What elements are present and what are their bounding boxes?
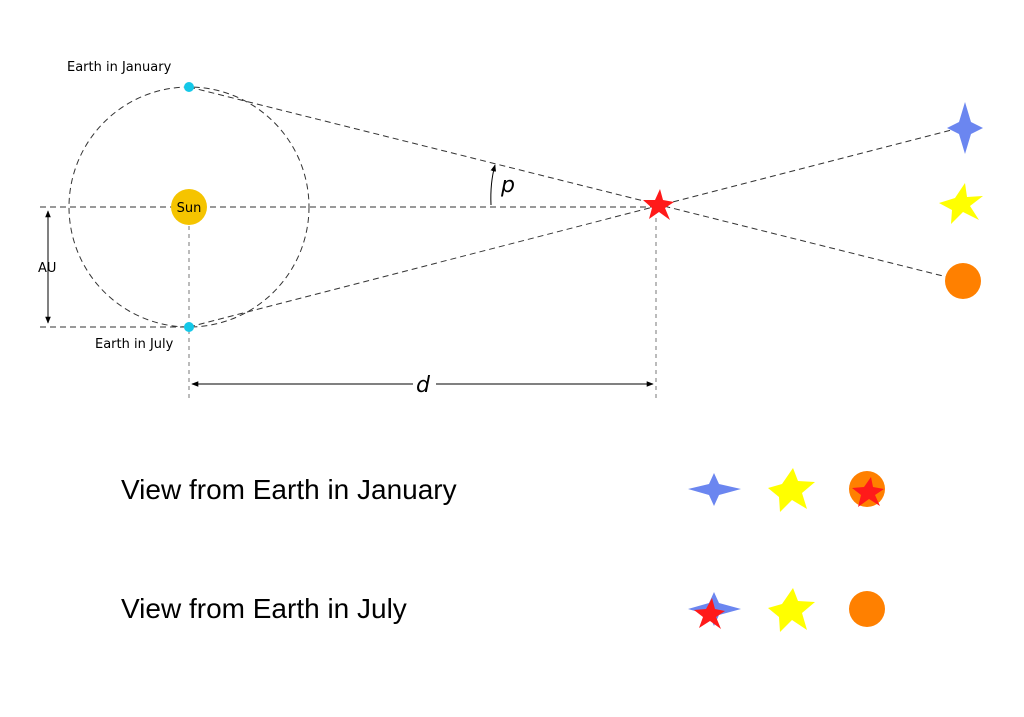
view-july-label: View from Earth in July — [121, 593, 407, 624]
au-label: AU — [38, 261, 56, 276]
yellow-star-icon — [939, 183, 983, 224]
distance-label: d — [416, 373, 431, 398]
earth-july-icon — [184, 322, 194, 332]
view-july-near-star-icon — [694, 598, 725, 629]
sightline-january — [188, 86, 964, 282]
view-january-label: View from Earth in January — [121, 474, 457, 505]
sightline-july — [188, 126, 964, 328]
earth-july-label: Earth in July — [95, 337, 174, 352]
sun-icon — [171, 189, 207, 225]
sun-label: Sun — [177, 201, 202, 216]
blue-star-icon — [947, 102, 983, 154]
view-july-stars — [688, 588, 885, 632]
parallax-angle-arc — [490, 164, 497, 206]
view-january-blue-star-icon — [688, 473, 741, 506]
view-july-orange-star-icon — [849, 591, 885, 627]
earth-january-icon — [184, 82, 194, 92]
parallax-label: p — [500, 173, 515, 198]
view-july-yellow-star-icon — [768, 588, 815, 632]
near-star-icon — [643, 189, 674, 220]
earth-january-label: Earth in January — [67, 60, 172, 75]
view-january-near-star-icon — [852, 477, 884, 507]
view-january-yellow-star-icon — [768, 468, 815, 512]
view-january-stars — [688, 468, 885, 512]
orange-star-icon — [945, 263, 981, 299]
